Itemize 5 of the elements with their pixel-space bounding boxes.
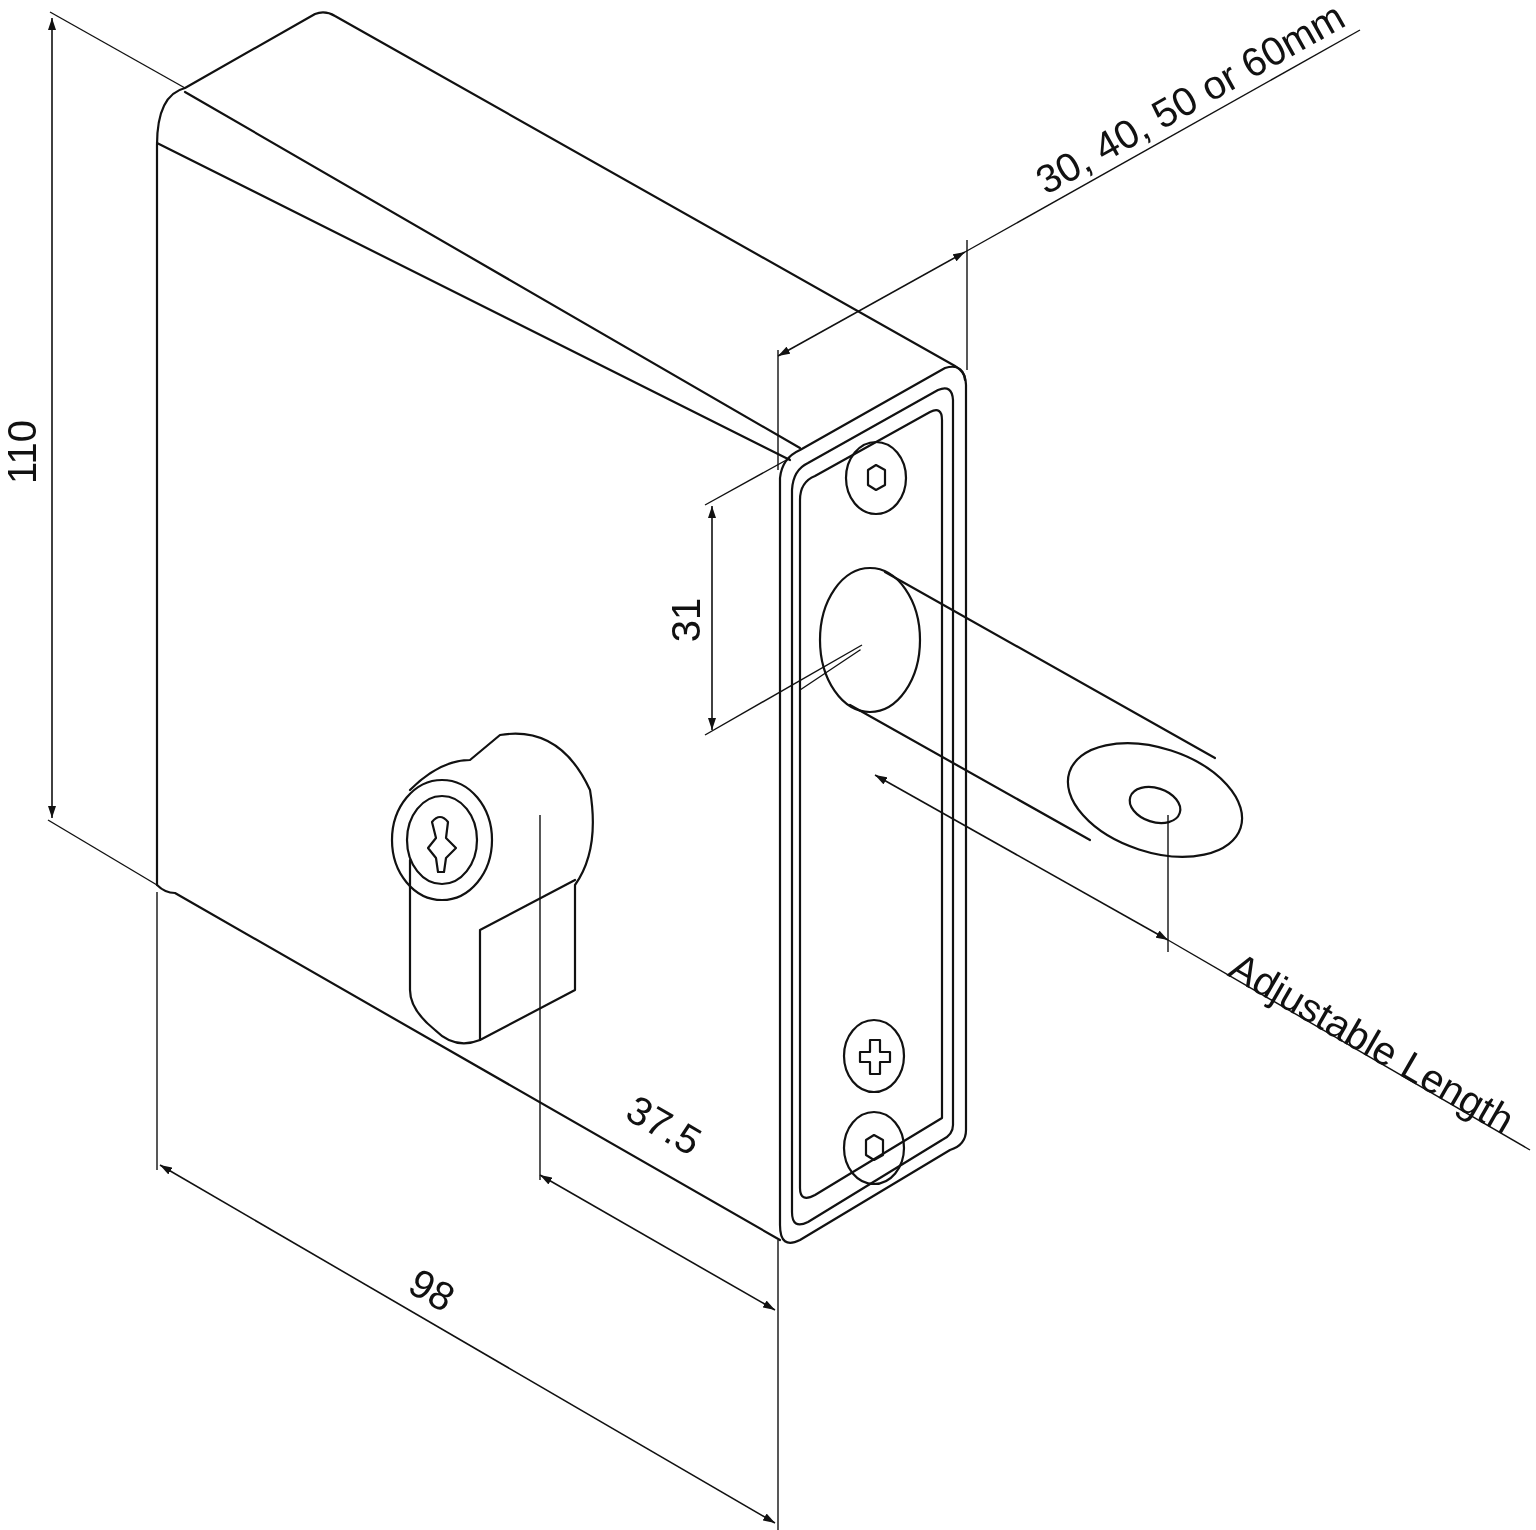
dimension-label: 31 (666, 597, 706, 643)
dimension-label: 110 (2, 420, 42, 484)
dimension-label: 98 (402, 1261, 462, 1319)
dimension-label: 30, 40, 50 or 60mm (1029, 0, 1351, 201)
dimension-label: 37.5 (620, 1088, 708, 1162)
